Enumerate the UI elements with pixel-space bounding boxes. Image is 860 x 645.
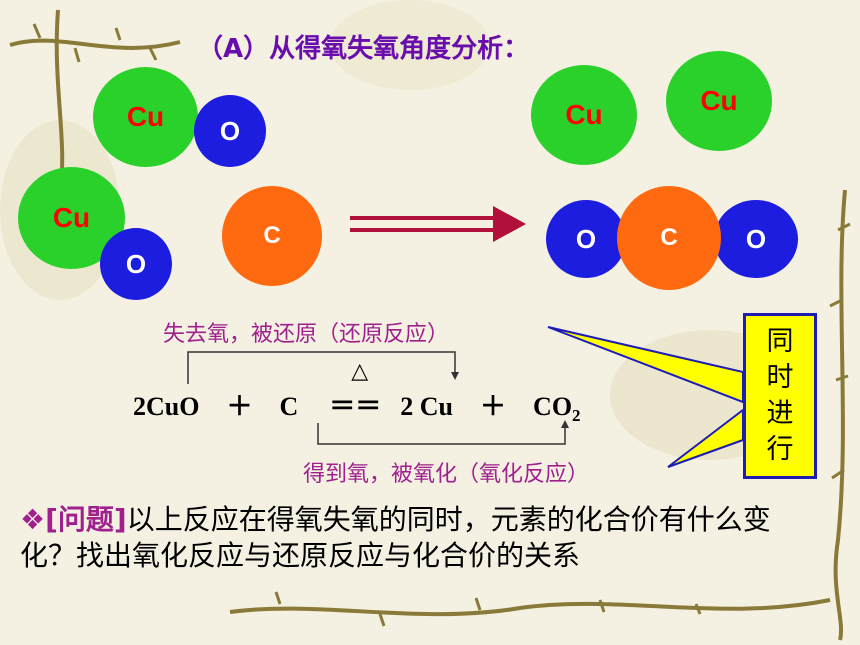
callout-char: 进	[766, 398, 794, 429]
reduction-note: 失去氧，被还原（还原反应）	[163, 322, 450, 347]
callout-char: 同	[766, 326, 794, 357]
copper-atom: Cu	[93, 67, 198, 167]
plus-sign: ＋	[480, 392, 507, 421]
oxidation-note: 得到氧，被氧化（氧化反应）	[303, 462, 590, 487]
oxygen-atom: O	[194, 95, 266, 167]
product-co2: CO2	[533, 392, 581, 426]
plus-sign: ＋	[226, 392, 253, 421]
oxygen-atom: O	[546, 200, 626, 278]
question-text: 以上反应在得氧失氧的同时，元素的化合价有什么变化？找出氧化反应与还原反应与化合价…	[20, 503, 771, 572]
section-title: （A）从得氧失氧角度分析：	[197, 34, 530, 64]
copper-atom: Cu	[531, 65, 637, 165]
background-leaf	[330, 0, 490, 90]
carbon-atom: C	[222, 186, 322, 286]
question-tag: [问题]	[45, 503, 127, 536]
simultaneous-callout: 同 时 进 行	[743, 313, 817, 479]
product-cu: 2 Cu	[400, 392, 454, 421]
callout-char: 行	[766, 434, 794, 465]
question-paragraph: ❖[问题]以上反应在得氧失氧的同时，元素的化合价有什么变化？找出氧化反应与还原反…	[20, 502, 800, 574]
chemical-equation: 2CuO ＋ C △ ＝＝ 2 Cu ＋ CO2	[133, 358, 581, 426]
bullet-icon: ❖	[20, 503, 46, 536]
heat-symbol: △	[351, 358, 369, 383]
reactant-cuo: 2CuO	[133, 392, 200, 421]
reaction-arrow	[350, 206, 526, 242]
copper-atom: Cu	[666, 51, 772, 151]
carbon-atom: C	[617, 186, 721, 290]
reactant-c: C	[279, 392, 299, 421]
equals-sign: ＝＝	[329, 392, 382, 421]
oxygen-atom: O	[714, 200, 798, 278]
oxygen-atom: O	[100, 228, 172, 300]
callout-char: 时	[766, 362, 794, 393]
